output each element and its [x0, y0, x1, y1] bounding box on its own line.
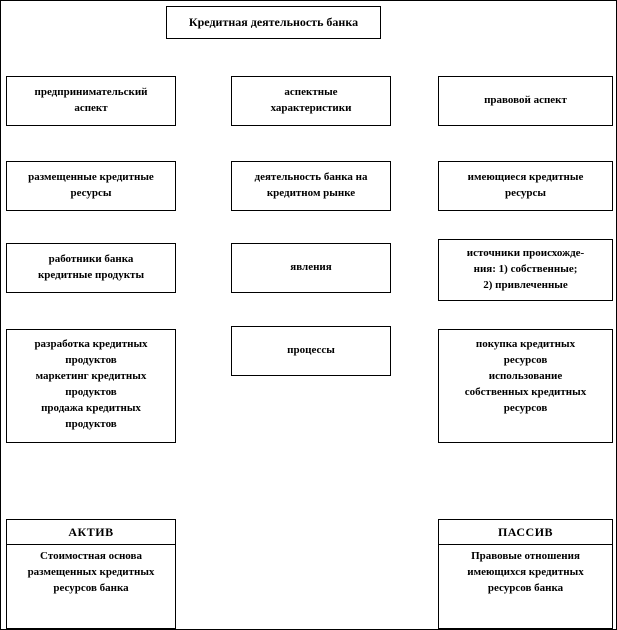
box-origin-sources: источники происхожде- ния: 1) собственны… — [438, 239, 613, 301]
passiv-header: ПАССИВ — [439, 520, 612, 545]
box-aspect-characteristics: аспектные характеристики — [231, 76, 391, 126]
box-phenomena: явления — [231, 243, 391, 293]
box-available-credit-resources: имеющиеся кредитные ресурсы — [438, 161, 613, 211]
box-aktiv: АКТИВ Стоимостная основа размещенных кре… — [6, 519, 176, 629]
passiv-body: Правовые отношения имеющихся кредитных р… — [467, 550, 584, 594]
box-passiv: ПАССИВ Правовые отношения имеющихся кред… — [438, 519, 613, 629]
box-credit-resource-purchase-use: покупка кредитных ресурсов использование… — [438, 329, 613, 443]
box-placed-credit-resources: размещенные кредитные ресурсы — [6, 161, 176, 211]
box-processes: процессы — [231, 326, 391, 376]
box-entrepreneurial-aspect: предпринимательский аспект — [6, 76, 176, 126]
diagram-title-box: Кредитная деятельность банка — [166, 6, 381, 39]
box-bank-activity-credit-market: деятельность банка на кредитном рынке — [231, 161, 391, 211]
aktiv-header: АКТИВ — [7, 520, 175, 545]
box-bank-workers-credit-products: работники банка кредитные продукты — [6, 243, 176, 293]
box-credit-product-lifecycle: разработка кредитных продуктов маркетинг… — [6, 329, 176, 443]
box-legal-aspect: правовой аспект — [438, 76, 613, 126]
aktiv-body: Стоимостная основа размещенных кредитных… — [27, 550, 155, 594]
